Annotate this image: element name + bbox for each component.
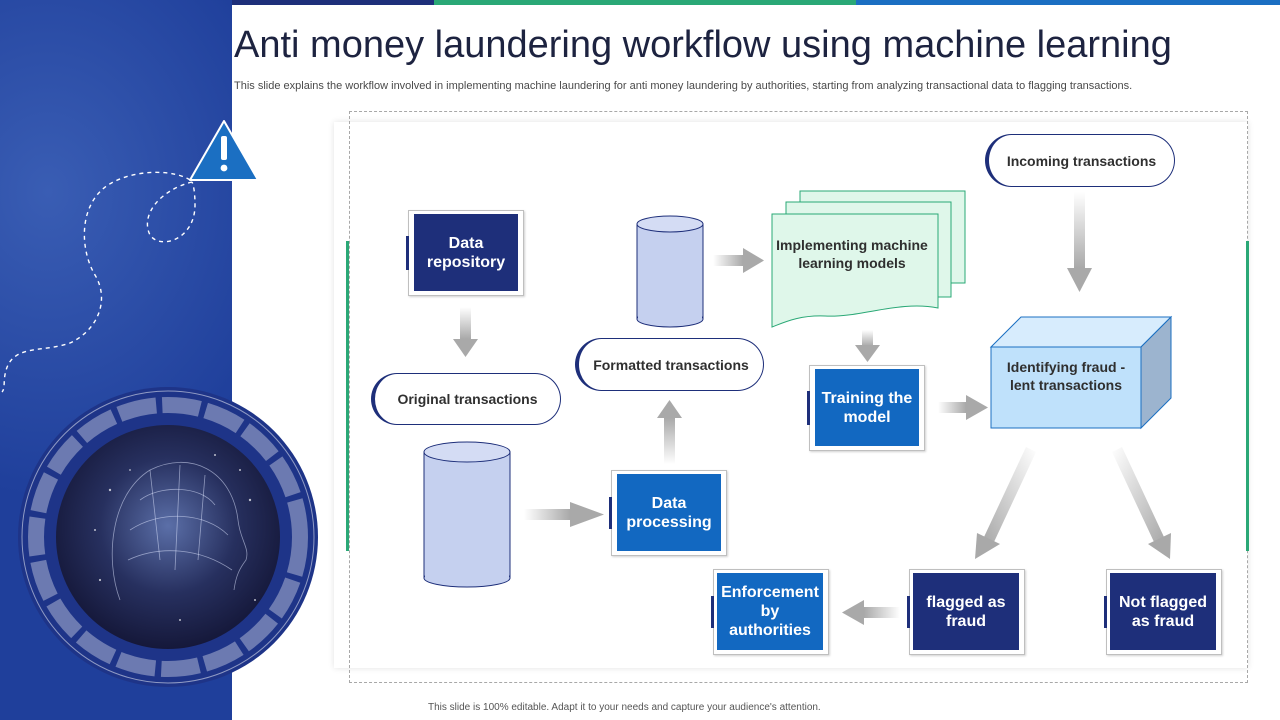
arrow-processing-to-formatted (657, 400, 682, 464)
flagged-fraud-accent (907, 596, 910, 628)
arrow-ml-to-training (855, 330, 880, 362)
arrow-training-to-cube (938, 395, 988, 420)
data-processing-accent (609, 497, 612, 529)
top-strip-blue (856, 0, 1280, 5)
flagged-fraud-box: flagged as fraud (913, 573, 1019, 650)
footer-note: This slide is 100% editable. Adapt it to… (428, 702, 821, 713)
data-repository-box: Data repository (414, 214, 518, 291)
formatted-data-cylinder (636, 215, 704, 328)
warning-triangle-icon (189, 120, 259, 181)
formatted-transactions-pill: Formatted transactions (575, 338, 764, 391)
not-flagged-accent (1104, 596, 1107, 628)
not-flagged-box: Not flagged as fraud (1110, 573, 1216, 650)
arrow-incoming-to-cube (1067, 192, 1092, 292)
original-transactions-pill: Original transactions (371, 373, 561, 425)
left-green-accent-line (346, 241, 349, 551)
top-strip-green (434, 0, 856, 5)
arrow-flagged-to-enforcement (842, 600, 900, 625)
arrow-repo-to-original (453, 307, 478, 357)
enforcement-box: Enforcement by authorities (717, 573, 823, 650)
page-title: Anti money laundering workflow using mac… (234, 24, 1172, 66)
dashed-swirl-path (1, 171, 191, 393)
arrow-cube-to-not-flagged (1112, 447, 1171, 559)
enforcement-accent (711, 596, 714, 628)
training-model-box: Training the model (815, 369, 919, 446)
arrow-cylinder-to-ml (713, 248, 764, 273)
arrow-cylinder-to-processing (524, 502, 604, 527)
right-green-accent-line (1246, 241, 1249, 551)
dashed-loop-path (146, 181, 196, 243)
identifying-fraud-label: Identifying fraud - lent transactions (1006, 359, 1126, 393)
ai-brain-head-icon (18, 387, 318, 687)
ml-models-label: Implementing machine learning models (776, 237, 928, 271)
arrow-cube-to-flagged (975, 447, 1036, 559)
fraud-identification-cube (989, 315, 1173, 430)
data-repository-accent (406, 236, 409, 270)
training-model-accent (807, 391, 810, 425)
page-subtitle: This slide explains the workflow involve… (234, 80, 1133, 92)
left-panel-graphics (1, 120, 318, 687)
ml-models-documents (771, 190, 966, 328)
data-processing-box: Data processing (617, 474, 721, 551)
original-data-cylinder (423, 441, 511, 588)
top-strip-navy (232, 0, 434, 5)
incoming-transactions-pill: Incoming transactions (985, 134, 1175, 187)
